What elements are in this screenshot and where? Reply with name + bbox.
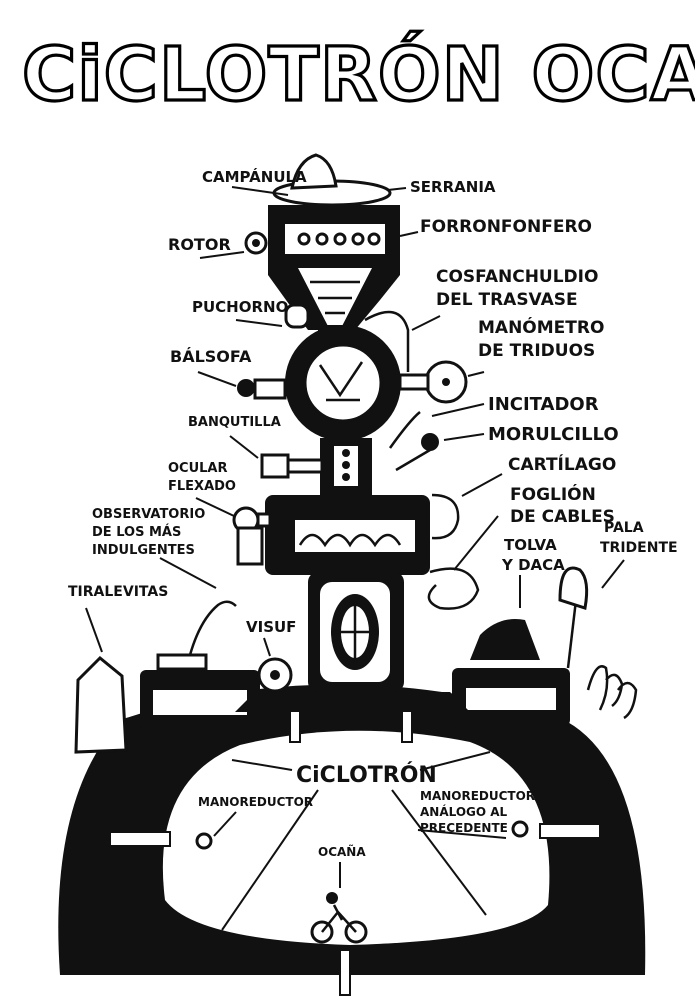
- cyclotron-base: [58, 668, 646, 996]
- label-foglion-1: FOGLIÓN: [510, 483, 596, 505]
- central-tower: [235, 179, 470, 712]
- label-rotor: ROTOR: [168, 235, 231, 254]
- label-observatorio-3: INDULGENTES: [92, 543, 195, 558]
- label-manoreductor-analogo-2: ANÁLOGO AL: [420, 804, 508, 819]
- label-ciclotron: CiCLOTRÓN: [296, 762, 437, 788]
- label-pala-2: TRIDENTE: [600, 540, 678, 556]
- label-manometro-2: DE TRIDUOS: [478, 341, 595, 361]
- label-tiralevitas: TIRALEVITAS: [68, 584, 168, 600]
- label-cartilago: CARTÍLAGO: [508, 453, 616, 475]
- part-labels: CAMPÁNULA SERRANIA ROTOR FORRONFONFERO C…: [68, 167, 678, 859]
- label-observatorio-2: DE LOS MÁS: [92, 524, 181, 540]
- label-cosfanchuldio-1: COSFANCHULDIO: [436, 267, 598, 287]
- label-manoreductor-analogo-3: PRECEDENTE: [420, 821, 508, 835]
- accessories: [74, 153, 589, 944]
- label-visuf: VISUF: [246, 618, 296, 636]
- label-ocana: OCAÑA: [318, 844, 366, 859]
- label-forronfonfero: FORRONFONFERO: [420, 217, 592, 237]
- label-cosfanchuldio-2: DEL TRASVASE: [436, 290, 578, 310]
- label-pala-1: PALA: [604, 520, 644, 536]
- label-campanula: CAMPÁNULA: [202, 167, 307, 186]
- label-ocular-1: OCULAR: [168, 461, 228, 476]
- diagram-title: CiCLOTRÓN OCAÑICAL: [22, 30, 695, 118]
- label-foglion-2: DE CABLES: [510, 507, 615, 527]
- label-manoreductor-analogo-1: MANOREDUCTOR: [420, 789, 535, 803]
- callout-arrows: [85, 186, 625, 931]
- label-balsofa: BÁLSOFA: [170, 347, 252, 366]
- artist-signature: [586, 665, 638, 720]
- label-ocular-2: FLEXADO: [168, 479, 236, 494]
- label-serrania: SERRANIA: [410, 178, 496, 196]
- label-tolva-1: TOLVA: [504, 536, 557, 554]
- label-manoreductor: MANOREDUCTOR: [198, 795, 313, 809]
- label-observatorio-1: OBSERVATORIO: [92, 507, 205, 522]
- label-morulcillo: MORULCILLO: [488, 424, 619, 445]
- label-puchorno: PUCHORNO: [192, 298, 288, 316]
- label-banquitilla: BANQUTILLA: [188, 415, 281, 430]
- label-manometro-1: MANÓMETRO: [478, 316, 604, 338]
- label-tolva-2: Y DACA: [501, 556, 565, 574]
- label-incitador: INCITADOR: [488, 394, 599, 415]
